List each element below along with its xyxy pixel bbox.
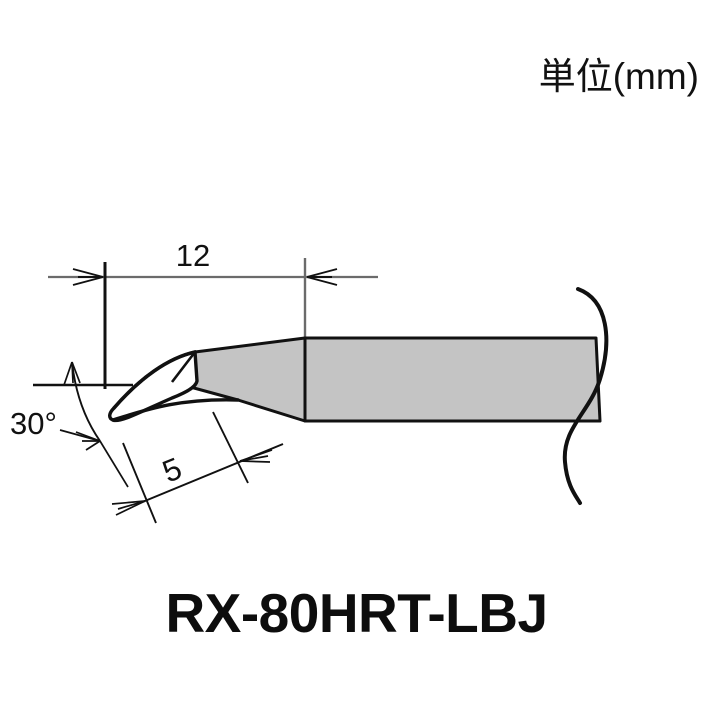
angle-30-label: 30° <box>10 406 57 441</box>
tip-lower-edge <box>111 398 240 422</box>
break-line-s-curve <box>562 287 609 505</box>
dimension-12-group <box>48 258 378 389</box>
dimension-5-arrow-right <box>239 449 273 463</box>
part-number-label: RX-80HRT-LBJ <box>165 582 548 644</box>
dimension-5-group <box>111 411 284 524</box>
tip-shank-body <box>303 336 602 423</box>
angle-leader-b <box>99 440 129 488</box>
unit-note-label: 単位(mm) <box>538 56 699 97</box>
tip-bend-fold-line <box>170 351 197 383</box>
angle-30-group <box>33 361 133 488</box>
dimension-5-extension-right <box>212 411 249 484</box>
dimension-5-label: 5 <box>158 451 187 490</box>
dimension-5-arrow-left <box>111 500 146 516</box>
dimension-12-label: 12 <box>176 238 210 273</box>
dimension-12-arrow-right <box>306 268 338 286</box>
angle-arrow-top <box>63 361 81 386</box>
dimension-5-extension-left <box>122 442 157 524</box>
angle-leader-a <box>59 429 101 442</box>
dimension-12-arrow-left <box>72 268 104 286</box>
tip-upper-edge <box>112 350 197 410</box>
